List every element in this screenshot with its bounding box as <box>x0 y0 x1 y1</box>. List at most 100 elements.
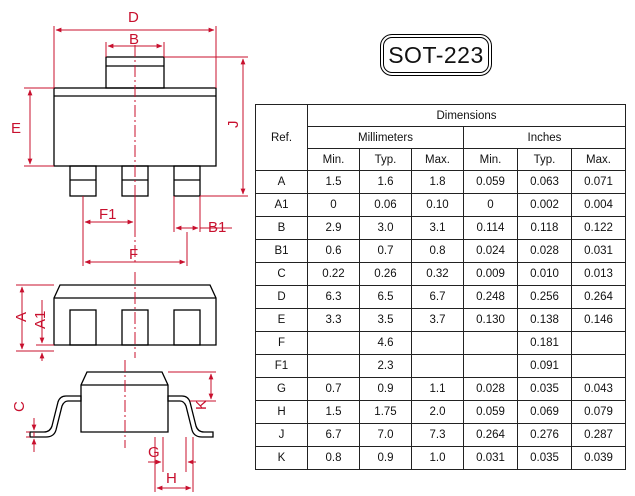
side-dimensions <box>16 284 54 361</box>
sub-header-cell: Max. <box>571 148 626 171</box>
ref-cell: B1 <box>255 239 308 263</box>
label-F1: F1 <box>99 206 117 223</box>
dimensions-header: Dimensions <box>307 104 626 127</box>
top-lead-3 <box>173 165 201 197</box>
value-cell: 2.0 <box>411 400 464 424</box>
ref-cell: C <box>255 262 308 286</box>
ref-cell: H <box>255 400 308 424</box>
end-lead-right <box>167 395 214 438</box>
value-cell: 0.031 <box>463 446 518 470</box>
value-cell: 0.009 <box>463 262 518 286</box>
value-cell: 0.7 <box>359 239 412 263</box>
end-view <box>29 371 214 438</box>
value-cell: 6.5 <box>359 285 412 309</box>
value-cell <box>571 331 626 355</box>
value-cell: 0.010 <box>517 262 572 286</box>
value-cell: 0.22 <box>307 262 360 286</box>
sub-header-cell: Max. <box>411 148 464 171</box>
value-cell: 0.059 <box>463 400 518 424</box>
value-cell: 0.122 <box>571 216 626 240</box>
value-cell: 1.5 <box>307 400 360 424</box>
value-cell: 0.8 <box>411 239 464 263</box>
label-E: E <box>11 120 21 137</box>
value-cell: 1.6 <box>359 170 412 194</box>
value-cell: 0.248 <box>463 285 518 309</box>
value-cell: 7.0 <box>359 423 412 447</box>
value-cell: 0.035 <box>517 446 572 470</box>
value-cell <box>411 331 464 355</box>
value-cell: 0.256 <box>517 285 572 309</box>
end-dimensions <box>26 371 216 492</box>
ref-cell: E <box>255 308 308 332</box>
label-K: K <box>193 400 210 410</box>
value-cell: 3.1 <box>411 216 464 240</box>
value-cell: 0.071 <box>571 170 626 194</box>
inches-header: Inches <box>463 126 626 149</box>
value-cell: 6.3 <box>307 285 360 309</box>
ref-header: Ref. <box>255 104 308 171</box>
value-cell: 0.069 <box>517 400 572 424</box>
label-J: J <box>225 121 242 129</box>
value-cell: 0.26 <box>359 262 412 286</box>
top-dimensions <box>24 26 248 266</box>
sub-header-row: Min.Typ.Max.Min.Typ.Max. <box>256 148 626 171</box>
sub-header-cell: Typ. <box>359 148 412 171</box>
value-cell <box>571 354 626 378</box>
value-cell: 0.013 <box>571 262 626 286</box>
value-cell: 0.276 <box>517 423 572 447</box>
value-cell: 0.9 <box>359 377 412 401</box>
value-cell: 0.028 <box>463 377 518 401</box>
sub-header-cell: Typ. <box>517 148 572 171</box>
value-cell: 0.091 <box>517 354 572 378</box>
value-cell: 0.002 <box>517 193 572 217</box>
label-H: H <box>166 470 177 487</box>
ref-cell: K <box>255 446 308 470</box>
value-cell: 0.287 <box>571 423 626 447</box>
value-cell: 0.024 <box>463 239 518 263</box>
value-cell: 0.264 <box>571 285 626 309</box>
value-cell: 0.8 <box>307 446 360 470</box>
value-cell <box>463 331 518 355</box>
ref-cell: A <box>255 170 308 194</box>
package-title: SOT-223 <box>380 34 492 76</box>
value-cell: 0.031 <box>571 239 626 263</box>
value-cell: 3.3 <box>307 308 360 332</box>
side-lead-3 <box>173 309 201 346</box>
ref-cell: A1 <box>255 193 308 217</box>
ref-cell: D <box>255 285 308 309</box>
value-cell: 2.3 <box>359 354 412 378</box>
value-cell: 0.114 <box>463 216 518 240</box>
label-G: G <box>148 444 160 461</box>
value-cell: 0.6 <box>307 239 360 263</box>
value-cell: 6.7 <box>411 285 464 309</box>
label-B1: B1 <box>208 219 226 236</box>
value-cell: 0.10 <box>411 193 464 217</box>
value-cell: 0.130 <box>463 308 518 332</box>
ref-cell: G <box>255 377 308 401</box>
side-lead-1 <box>69 309 97 346</box>
value-cell: 0.035 <box>517 377 572 401</box>
value-cell: 4.6 <box>359 331 412 355</box>
value-cell: 2.9 <box>307 216 360 240</box>
value-cell: 0.32 <box>411 262 464 286</box>
ref-cell: J <box>255 423 308 447</box>
label-C: C <box>11 401 28 412</box>
sub-header-cell: Min. <box>463 148 518 171</box>
value-cell: 0.118 <box>517 216 572 240</box>
value-cell: 0.039 <box>571 446 626 470</box>
sub-header-cell: Min. <box>307 148 360 171</box>
value-cell: 0 <box>307 193 360 217</box>
millimeters-header: Millimeters <box>307 126 464 149</box>
value-cell: 3.7 <box>411 308 464 332</box>
top-lead-1 <box>69 165 97 197</box>
